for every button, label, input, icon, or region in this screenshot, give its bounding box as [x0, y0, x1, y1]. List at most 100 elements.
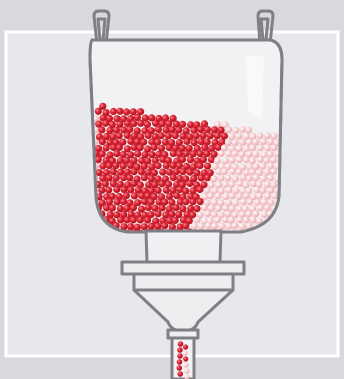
- pellet-icon: [260, 138, 267, 145]
- pellet-icon: [110, 108, 117, 115]
- pellet-icon: [99, 162, 106, 169]
- pellet-icon: [102, 180, 109, 187]
- pellet-icon: [155, 126, 162, 133]
- pellet-icon: [207, 132, 214, 139]
- pellet-icon: [270, 144, 277, 151]
- pellet-icon: [207, 192, 214, 199]
- pellet-icon: [225, 175, 232, 182]
- pellet-icon: [235, 133, 242, 140]
- pellet-icon: [245, 127, 252, 134]
- pellet-icon: [243, 216, 250, 223]
- pellet-icon: [148, 223, 155, 230]
- pellet-icon: [214, 132, 221, 139]
- pellet-icon: [106, 162, 113, 169]
- pellet-icon: [232, 199, 239, 206]
- pellet-icon: [130, 180, 137, 187]
- pellet-icon: [161, 222, 168, 229]
- pellet-icon: [267, 138, 274, 145]
- pellet-icon: [137, 216, 144, 223]
- pellet-icon: [163, 187, 170, 194]
- pellet-icon: [151, 144, 158, 151]
- pellet-icon: [232, 139, 239, 146]
- pellet-icon: [165, 132, 172, 139]
- pellet-icon: [172, 217, 179, 224]
- pellet-icon: [210, 175, 217, 182]
- pellet-icon: [186, 169, 193, 176]
- pellet-icon: [148, 175, 155, 182]
- pellet-icon: [145, 132, 152, 139]
- pellet-icon: [194, 216, 201, 223]
- pellet-icon: [208, 156, 215, 163]
- pellet-icon: [229, 157, 236, 164]
- pellet-icon: [222, 193, 229, 200]
- pellet-icon: [225, 150, 232, 157]
- pellet-icon: [189, 198, 196, 205]
- pellet-icon: [141, 174, 148, 181]
- pellet-icon: [137, 144, 144, 151]
- pellet-icon: [141, 198, 148, 205]
- pellet-icon: [264, 132, 271, 139]
- pellet-icon: [179, 168, 186, 175]
- pellet-icon: [113, 150, 120, 157]
- pellet-icon: [124, 132, 131, 139]
- pellet-icon: [113, 186, 120, 193]
- pellet-icon: [98, 126, 105, 133]
- pellet-icon: [145, 204, 152, 211]
- pellet-icon: [225, 186, 232, 193]
- pellet-icon: [182, 198, 189, 205]
- pellet-icon: [177, 365, 183, 371]
- pellet-icon: [270, 168, 277, 175]
- pellet-icon: [130, 204, 137, 211]
- pellet-icon: [264, 193, 271, 200]
- pellet-icon: [240, 198, 247, 205]
- pellet-icon: [120, 198, 127, 205]
- pellet-icon: [198, 174, 205, 181]
- bulk-bag-icon: [88, 40, 289, 237]
- pellet-icon: [225, 126, 232, 133]
- pellet-icon: [196, 186, 203, 193]
- pellet-icon: [197, 150, 204, 157]
- pellet-icon: [182, 222, 189, 229]
- pellet-icon: [243, 156, 250, 163]
- pellet-icon: [249, 144, 256, 151]
- pellet-icon: [246, 198, 253, 205]
- pellet-icon: [126, 174, 133, 181]
- pellet-icon: [116, 132, 123, 139]
- pellet-icon: [215, 144, 222, 151]
- pellet-icon: [187, 156, 194, 163]
- pellet-icon: [172, 132, 179, 139]
- pellet-icon: [197, 198, 204, 205]
- pellet-icon: [131, 192, 138, 199]
- discharge-spout-icon: [146, 231, 221, 262]
- pellet-icon: [99, 138, 106, 145]
- pellet-icon: [134, 150, 141, 157]
- pellet-icon: [270, 156, 277, 163]
- pellet-icon: [183, 362, 188, 367]
- pellet-icon: [154, 162, 161, 169]
- pellet-icon: [130, 216, 137, 223]
- pellet-icon: [264, 204, 271, 211]
- pellet-icon: [200, 132, 207, 139]
- pellet-icon: [131, 168, 138, 175]
- pellet-icon: [163, 162, 170, 169]
- pellet-icon: [123, 108, 130, 115]
- pellet-icon: [259, 163, 266, 170]
- pellet-icon: [123, 205, 130, 212]
- pellet-icon: [260, 175, 267, 182]
- pellet-icon: [144, 216, 151, 223]
- pellet-icon: [144, 121, 151, 128]
- pellet-icon: [116, 108, 123, 115]
- pellet-icon: [103, 144, 110, 151]
- pellet-icon: [203, 150, 210, 157]
- pellet-icon: [173, 192, 180, 199]
- pellet-icon: [193, 205, 200, 212]
- pellet-icon: [252, 210, 259, 217]
- pellet-icon: [183, 344, 188, 349]
- pellet-icon: [177, 353, 183, 359]
- pellet-icon: [170, 150, 177, 157]
- pellet-icon: [98, 187, 105, 194]
- pellet-icon: [236, 180, 243, 187]
- pellet-icon: [218, 150, 225, 157]
- pellet-icon: [231, 150, 238, 157]
